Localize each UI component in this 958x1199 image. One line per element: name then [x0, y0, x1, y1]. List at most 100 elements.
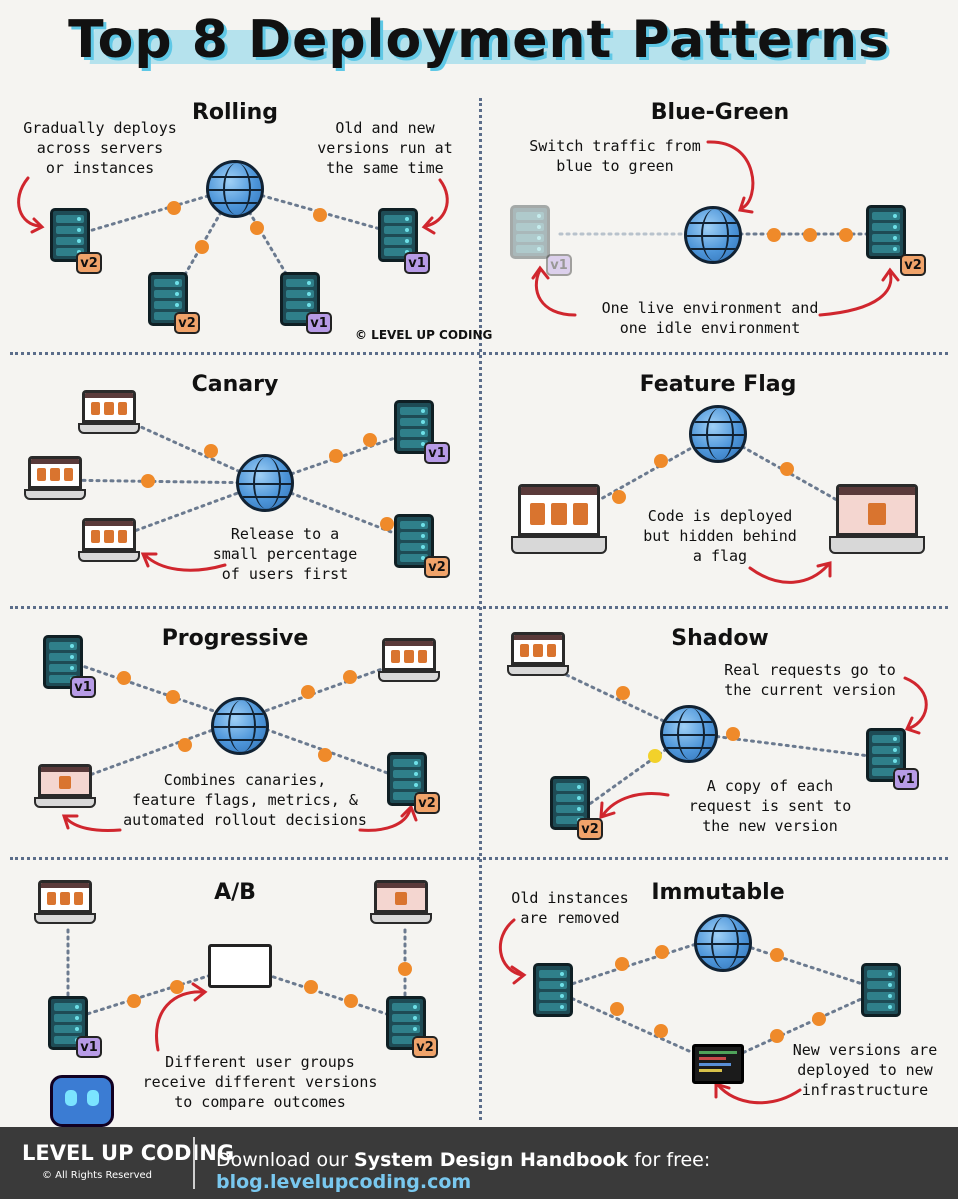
connector-dot	[170, 980, 184, 994]
connector-dot	[610, 1002, 624, 1016]
connector-dot	[195, 240, 209, 254]
connector-dot	[654, 1024, 668, 1038]
version-badge: v1	[404, 252, 430, 274]
connector-dot	[380, 517, 394, 531]
laptop-icon	[33, 880, 97, 924]
section-title-shadow: Shadow	[671, 626, 769, 651]
laptop-icon	[369, 880, 433, 924]
version-badge: v2	[577, 818, 603, 840]
globe-icon	[236, 454, 294, 512]
server-icon	[394, 400, 434, 454]
connector-dot	[167, 201, 181, 215]
connector-dot	[127, 994, 141, 1008]
connector-dot	[178, 738, 192, 752]
laptop-icon	[377, 638, 441, 682]
connector-dot	[398, 962, 412, 976]
globe-icon	[694, 914, 752, 972]
connector-dot	[344, 994, 358, 1008]
version-badge: v1	[306, 312, 332, 334]
connector-dot	[301, 685, 315, 699]
connector-dot	[770, 1029, 784, 1043]
globe-icon	[211, 697, 269, 755]
connector-dot	[318, 748, 332, 762]
version-badge: v2	[76, 252, 102, 274]
version-badge: v2	[174, 312, 200, 334]
connector-dot	[803, 228, 817, 242]
connector-dot	[313, 208, 327, 222]
version-badge: v1	[70, 676, 96, 698]
server-icon	[866, 205, 906, 259]
laptop-icon	[77, 390, 141, 434]
laptop-icon	[77, 518, 141, 562]
version-badge: v1	[424, 442, 450, 464]
connector-dot	[166, 690, 180, 704]
connector-dot	[141, 474, 155, 488]
section-title-immutable: Immutable	[651, 880, 785, 905]
laptop-icon	[33, 764, 97, 808]
connector-dot	[648, 749, 662, 763]
footer-link[interactable]: blog.levelupcoding.com	[216, 1171, 472, 1193]
footer-rights: © All Rights Reserved	[42, 1170, 153, 1181]
server-icon	[533, 963, 573, 1017]
connector-dot	[304, 980, 318, 994]
connector-dot	[767, 228, 781, 242]
section-title-rolling: Rolling	[191, 100, 279, 125]
connector-dot	[780, 462, 794, 476]
server-icon	[386, 996, 426, 1050]
connector-dot	[654, 454, 668, 468]
divider	[479, 98, 482, 1120]
connector-dot	[655, 945, 669, 959]
section-title-feature-flag: Feature Flag	[639, 372, 797, 397]
laptop-icon	[506, 632, 570, 676]
page-title: Top 8 Deployment Patterns	[68, 10, 890, 70]
laptop-icon	[511, 484, 607, 554]
connector-dot	[812, 1012, 826, 1026]
dashboard-icon	[208, 944, 272, 988]
section-title-progressive: Progressive	[161, 626, 309, 651]
footer-separator	[193, 1137, 195, 1189]
laptop-icon	[23, 456, 87, 500]
version-badge: v2	[412, 1036, 438, 1058]
connector-dot	[250, 221, 264, 235]
version-badge: v2	[414, 792, 440, 814]
robot-mascot-icon	[50, 1075, 114, 1127]
copyright-label: © LEVEL UP CODING	[355, 328, 493, 342]
footer-text: Download our System Design Handbook for …	[216, 1149, 711, 1193]
connector-dot	[117, 671, 131, 685]
version-badge: v1	[893, 768, 919, 790]
server-icon	[510, 205, 550, 259]
laptop-icon	[829, 484, 925, 554]
globe-icon	[660, 705, 718, 763]
connector-dot	[770, 948, 784, 962]
connector-dot	[839, 228, 853, 242]
connector-dot	[343, 670, 357, 684]
version-badge: v2	[424, 556, 450, 578]
section-title-blue-green: Blue-Green	[650, 100, 790, 125]
connector-dot	[615, 957, 629, 971]
server-icon	[861, 963, 901, 1017]
progressive-note: Combines canaries,feature flags, metrics…	[123, 771, 367, 829]
globe-icon	[206, 160, 264, 218]
connector-dot	[204, 444, 218, 458]
connector-dot	[612, 490, 626, 504]
section-title-ab: A/B	[214, 880, 256, 905]
version-badge: v2	[900, 254, 926, 276]
version-badge: v1	[76, 1036, 102, 1058]
connector-dot	[329, 449, 343, 463]
version-badge: v1	[546, 254, 572, 276]
footer-bar: LEVEL UP CODING © All Rights Reserved Do…	[0, 1127, 958, 1199]
section-title-canary: Canary	[191, 372, 279, 397]
connector-dot	[726, 727, 740, 741]
server-icon	[48, 996, 88, 1050]
